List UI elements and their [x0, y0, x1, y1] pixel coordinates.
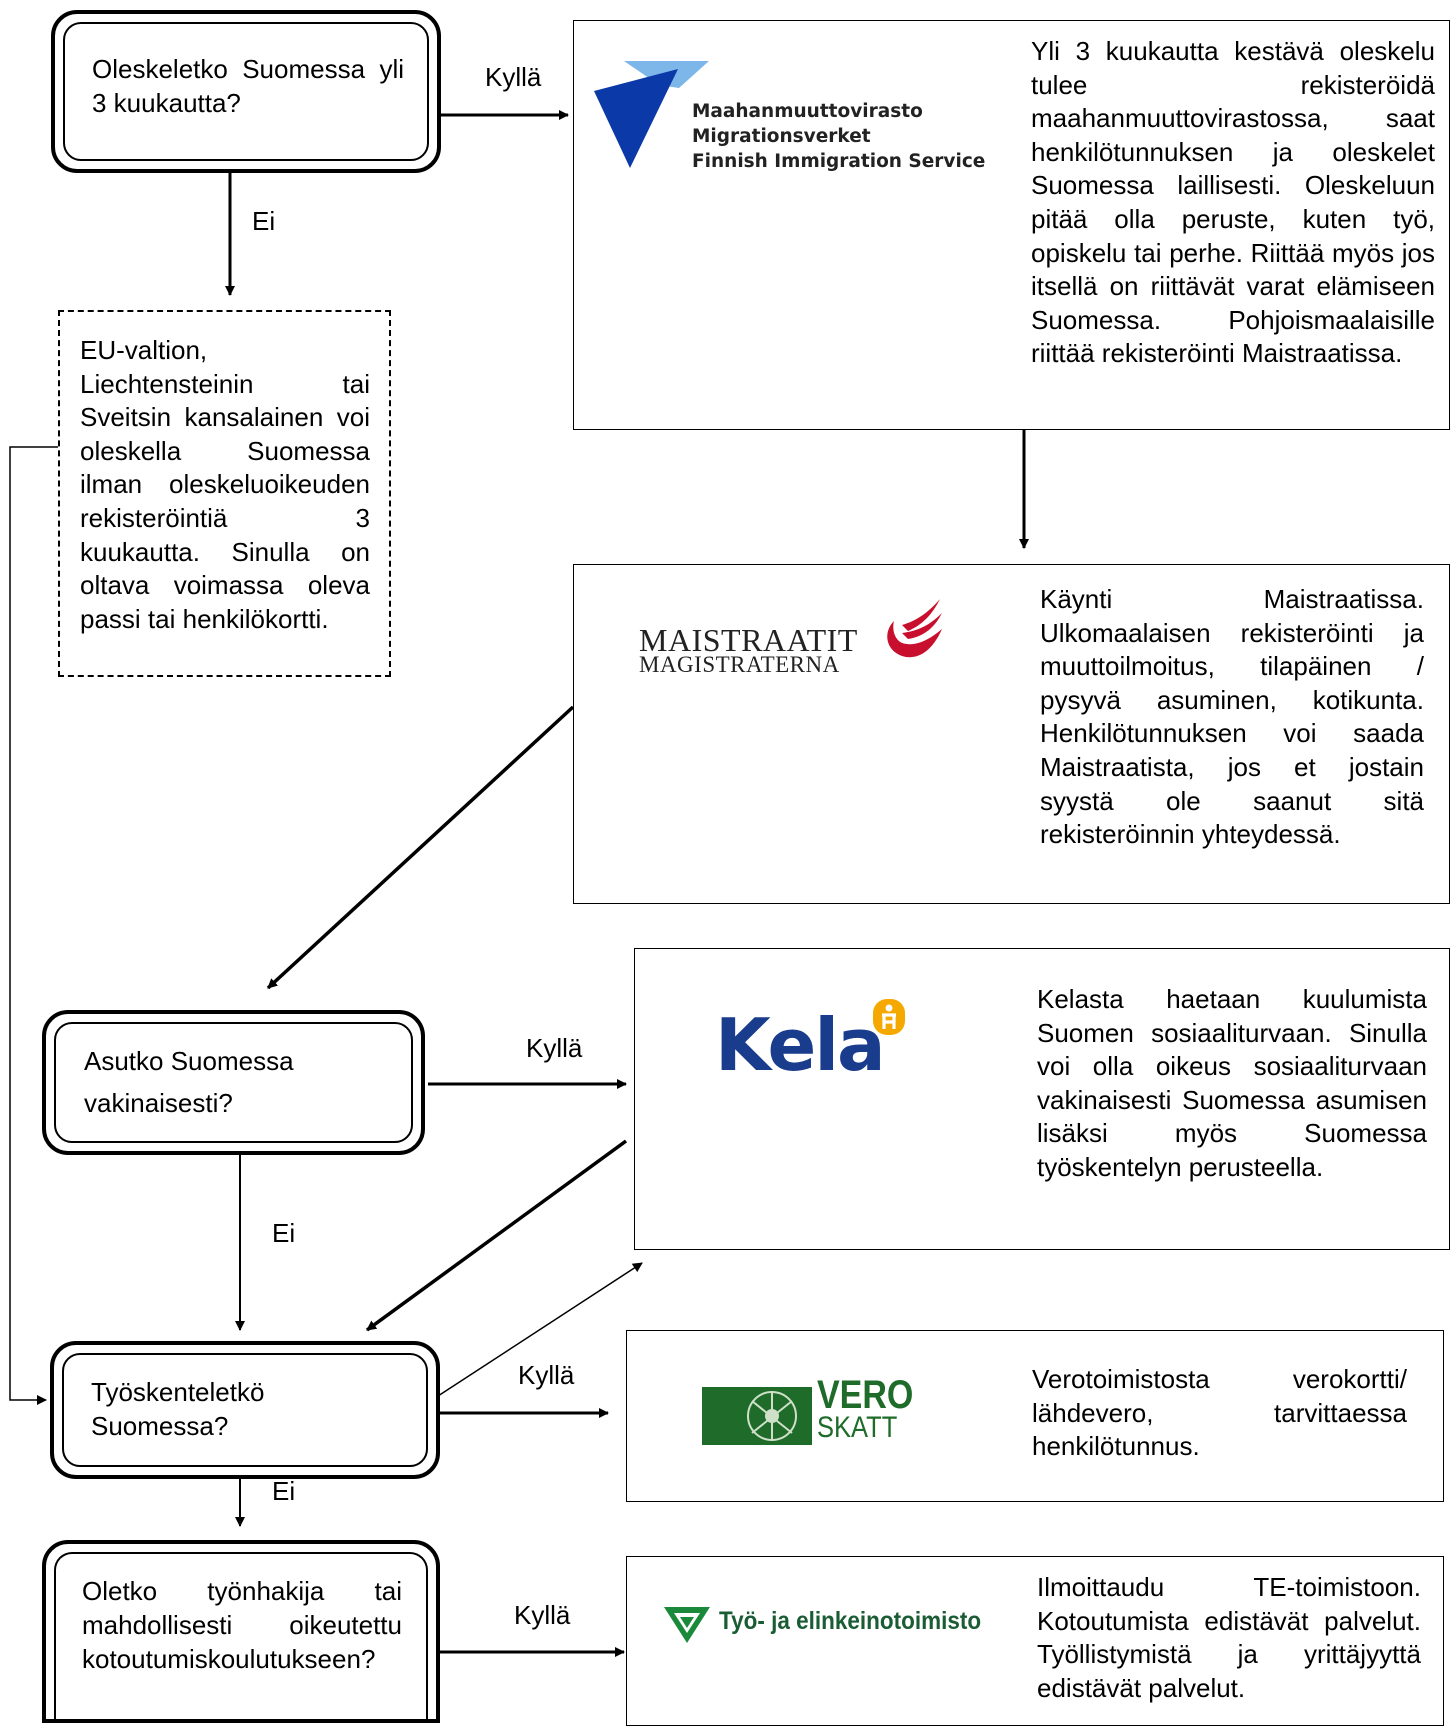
migri-logo-icon — [594, 61, 709, 168]
vero-text: Verotoimistosta verokortti/ lähdevero, t… — [1032, 1364, 1407, 1462]
yes-label-q3: Kyllä — [518, 1360, 575, 1390]
question-1-text: Oleskeletko Suomessa yli 3 kuukautta? — [92, 54, 404, 118]
no-label-q2: Ei — [272, 1218, 296, 1248]
maistraatti-wing-icon — [887, 599, 942, 658]
te-text: Ilmoittaudu TE-toimistoon. Kotoutumista … — [1037, 1572, 1421, 1703]
question-box-4: Oletko työnhakija tai mahdollisesti oike… — [42, 1540, 440, 1723]
migri-logo-text: Maahanmuuttovirasto Migrationsverket Fin… — [692, 101, 986, 172]
te-logo: Työ- ja elinkeinotoimisto — [719, 1607, 982, 1635]
question-box-1: Oleskeletko Suomessa yli 3 kuukautta? — [51, 10, 441, 173]
question-4-text: Oletko työnhakija tai mahdollisesti oike… — [82, 1576, 402, 1674]
migri-text: Yli 3 kuukautta kestävä oleskelu tulee r… — [1031, 36, 1435, 369]
kela-accessibility-icon — [873, 999, 905, 1035]
arrow-eu-q3 — [9, 446, 58, 1405]
arrow-maistraatti-q2 — [266, 705, 575, 990]
no-label-q3: Ei — [272, 1476, 296, 1506]
kela-text: Kelasta haetaan kuulumista Suomen sosiaa… — [1037, 984, 1427, 1182]
vero-emblem-icon — [702, 1387, 812, 1445]
question-box-2: Asutko Suomessa vakinaisesti? — [42, 1010, 425, 1155]
te-box: Työ- ja elinkeinotoimisto Ilmoittaudu TE… — [626, 1556, 1444, 1726]
maistraatti-box: MAISTRAATIT MAGISTRATERNA Käynti Maistra… — [573, 564, 1450, 904]
migri-box: Maahanmuuttovirasto Migrationsverket Fin… — [573, 20, 1450, 430]
yes-label-q2: Kyllä — [526, 1033, 583, 1063]
eu-note-box: EU-valtion, Liechtensteinin tai Sveitsin… — [58, 310, 391, 677]
kela-box: Kela Kelasta haetaan kuulumista Suomen s… — [634, 948, 1450, 1250]
vero-box: VERO SKATT Verotoimistosta verokortti/ l… — [626, 1330, 1444, 1502]
arrow-q3-kela — [437, 1262, 643, 1397]
question-3-text: Työskenteletkö Suomessa? — [91, 1377, 265, 1441]
yes-label-q4: Kyllä — [514, 1600, 571, 1630]
eu-note-text: EU-valtion, Liechtensteinin tai Sveitsin… — [80, 335, 370, 634]
maistraatti-logo-line2: MAGISTRATERNA — [639, 652, 840, 677]
yes-label-q1: Kyllä — [485, 62, 542, 92]
kela-logo: Kela — [715, 1003, 886, 1087]
question-2-text: Asutko Suomessa vakinaisesti? — [84, 1046, 294, 1118]
question-box-3: Työskenteletkö Suomessa? — [50, 1341, 440, 1479]
no-label-q1: Ei — [252, 206, 276, 236]
maistraatti-logo-line1: MAISTRAATIT — [639, 622, 858, 658]
arrow-kela-q3 — [365, 1139, 628, 1332]
te-shield-icon — [664, 1607, 710, 1643]
maistraatti-text: Käynti Maistraatissa. Ulkomaalaisen reki… — [1040, 584, 1424, 850]
vero-logo-line2: SKATT — [817, 1411, 898, 1444]
vero-logo-line1: VERO — [817, 1373, 914, 1417]
